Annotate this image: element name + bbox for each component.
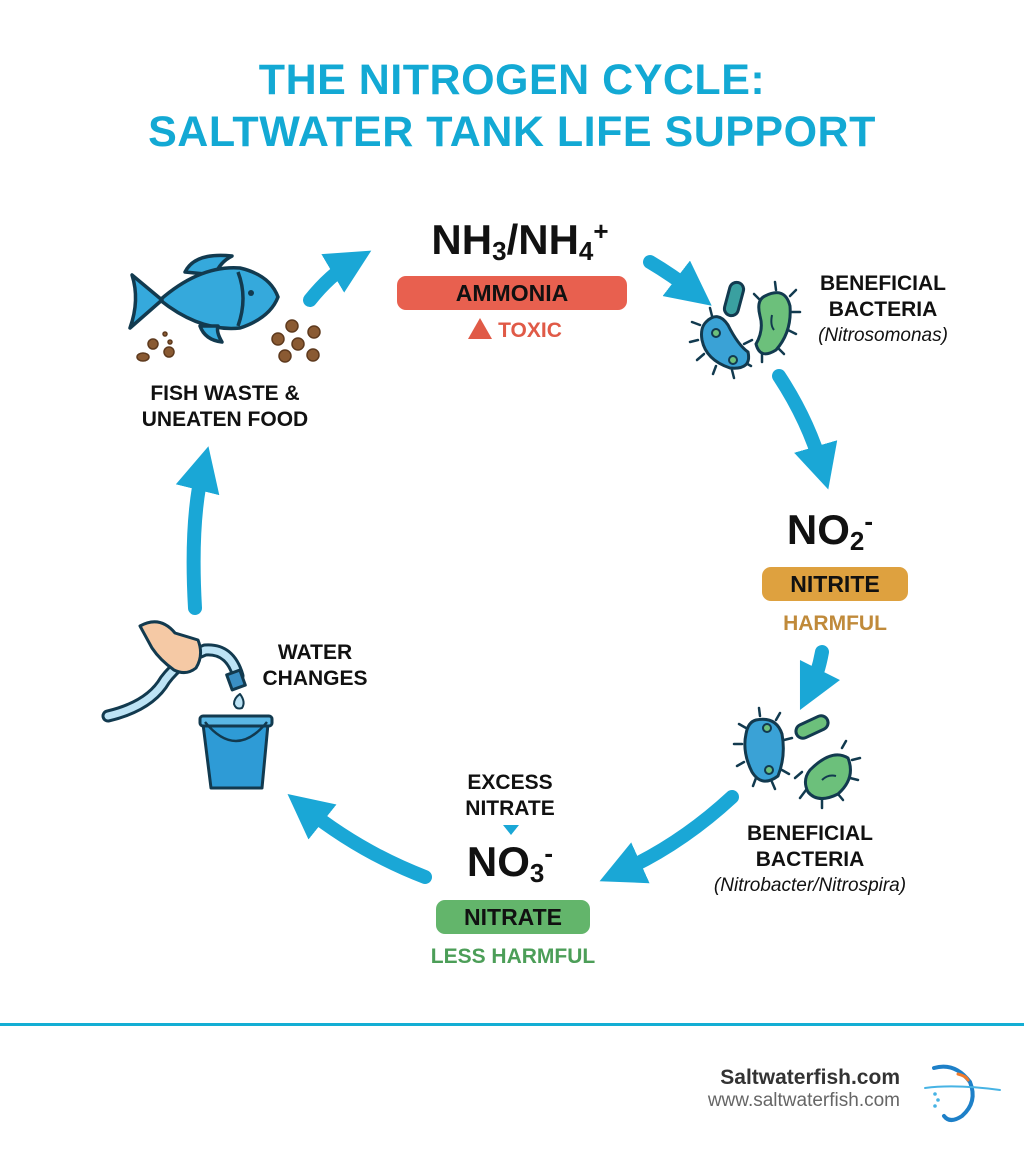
ammonia-formula-nh4: /NH xyxy=(506,216,579,263)
arrow-waste-to-ammonia xyxy=(303,250,372,307)
bacteria-2-line-2: BACTERIA xyxy=(755,848,865,871)
nitrate-status: LESS HARMFUL xyxy=(430,945,596,968)
water-changes-line-1: WATER xyxy=(277,641,353,664)
nitrate-formula-sub: 3 xyxy=(529,858,545,888)
nitrate-formula-no: NO xyxy=(466,838,530,885)
bacteria-1-species: (Nitrosomonas) xyxy=(818,325,948,346)
nitrite-status: HARMFUL xyxy=(783,612,887,635)
fish-waste-line-2: UNEATEN FOOD xyxy=(141,408,309,431)
arrow-water-changes-to-waste xyxy=(175,446,220,615)
bacteria-2-label: BENEFICIAL BACTERIA (Nitrobacter/Nitrosp… xyxy=(690,821,930,899)
bacteria-1-line-2: BACTERIA xyxy=(828,298,938,321)
nitrate-formula: NO3- xyxy=(435,838,585,896)
arrow-bacteria-to-nitrate xyxy=(599,790,739,884)
bacteria-icon-nitrobacter xyxy=(732,706,862,810)
food-pellets-icon xyxy=(136,319,321,363)
down-triangle-icon xyxy=(503,825,519,835)
nitrate-formula-charge: - xyxy=(544,838,554,868)
title-line-2: SALTWATER TANK LIFE SUPPORT xyxy=(148,108,876,156)
footer-brand-url[interactable]: www.saltwaterfish.com xyxy=(707,1090,900,1111)
water-changes-line-2: CHANGES xyxy=(262,667,368,690)
saltwaterfish-logo-icon xyxy=(924,1064,1001,1122)
ammonia-formula-sub-4: 4 xyxy=(578,236,594,266)
nitrate-badge: NITRATE xyxy=(436,900,590,934)
fish-waste-line-1: FISH WASTE & xyxy=(150,382,300,405)
nitrite-formula: NO2- xyxy=(755,506,905,564)
bacteria-1-line-1: BENEFICIAL xyxy=(820,272,946,295)
excess-nitrate-line-1: EXCESS xyxy=(467,771,553,794)
ammonia-badge: AMMONIA xyxy=(397,276,627,310)
bacteria-icon-nitrosomonas xyxy=(688,280,802,380)
warning-triangle-icon xyxy=(468,318,493,339)
arrow-nitrate-to-water-changes xyxy=(287,794,432,884)
ammonia-status-text: TOXIC xyxy=(498,319,562,342)
nitrite-formula-sub: 2 xyxy=(849,526,865,556)
nitrite-formula-charge: - xyxy=(864,506,874,536)
ammonia-formula: NH3/NH4+ xyxy=(380,216,660,274)
ammonia-formula-sub-3: 3 xyxy=(492,236,507,266)
bucket-hose-icon xyxy=(101,620,274,790)
footer-brand-name: Saltwaterfish.com xyxy=(720,1066,900,1089)
excess-nitrate-line-2: NITRATE xyxy=(465,797,555,820)
ammonia-status: TOXIC xyxy=(440,318,590,344)
ammonia-formula-charge: + xyxy=(593,216,609,246)
arrow-nitrite-to-bacteria xyxy=(799,645,841,711)
footer-brand: Saltwaterfish.com www.saltwaterfish.com xyxy=(708,1066,900,1112)
title-line-1: THE NITROGEN CYCLE: xyxy=(258,56,766,104)
nitrite-formula-no: NO xyxy=(786,506,850,553)
fish-icon xyxy=(128,253,280,344)
footer-divider xyxy=(0,1023,1024,1026)
bacteria-1-label: BENEFICIAL BACTERIA (Nitrosomonas) xyxy=(798,271,968,349)
arrow-bacteria-to-nitrite xyxy=(772,369,838,490)
fish-waste-label: FISH WASTE & UNEATEN FOOD xyxy=(110,381,340,433)
bacteria-2-line-1: BENEFICIAL xyxy=(747,822,873,845)
arrow-ammonia-to-bacteria xyxy=(643,255,712,306)
excess-nitrate-label: EXCESS NITRATE xyxy=(440,770,580,822)
bacteria-2-species: (Nitrobacter/Nitrospira) xyxy=(713,875,907,896)
water-changes-label: WATER CHANGES xyxy=(250,640,380,692)
nitrite-badge: NITRITE xyxy=(762,567,908,601)
ammonia-formula-nh: NH xyxy=(431,216,493,263)
